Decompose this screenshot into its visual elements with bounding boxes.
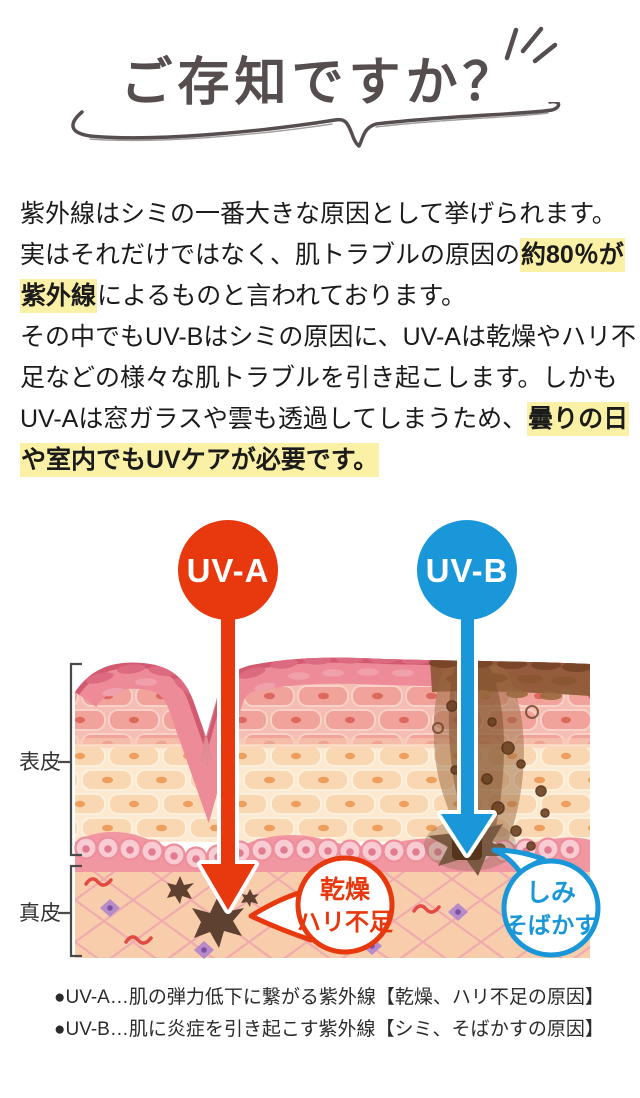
page-title: ご存知ですか？ <box>120 55 520 112</box>
epidermis-bracket <box>58 662 82 857</box>
uvb-badge-label: UV-B <box>426 552 509 589</box>
spots-bubble: しみ そばかす <box>491 847 601 958</box>
spots-bubble-line2: そばかす <box>505 912 597 938</box>
spots-bubble-line1: しみ <box>526 879 576 907</box>
dermis-label: 真皮 <box>19 902 61 925</box>
intro-text: によるものと言われております。 <box>97 282 467 310</box>
intro-text: その中でもUV-Bはシミの原因に、UV-Aは乾燥やハリ不 <box>20 323 636 351</box>
uva-badge: UV-A <box>178 520 278 620</box>
intro-text: 紫外線はシミの一番大きな原因として挙げられます。 <box>20 200 617 228</box>
note-uva: ●UV-A…肌の弾力低下に繋がる紫外線【乾燥、ハリ不足の原因】 <box>54 987 604 1008</box>
intro-line: UV-Aは窓ガラスや雲も透過してしまうため、曇りの日 <box>20 399 632 440</box>
intro-text: UV-Aは窓ガラスや雲も透過してしまうため、 <box>20 405 528 433</box>
intro-line: 足などの様々な肌トラブルを引き起こします。しかも <box>20 358 632 399</box>
emphasis-sparkle-icon <box>504 26 558 64</box>
dryness-bubble-line2: ハリ不足 <box>297 909 393 936</box>
uvb-arrow <box>437 594 497 858</box>
dryness-bubble-line1: 乾燥 <box>320 875 371 904</box>
skin-cross-section-diagram: UV-A UV-B 乾燥 ハリ不足 しみ そばかす 表皮 真皮 <box>19 520 601 959</box>
dermis-bracket <box>58 864 82 958</box>
intro-line: 紫外線によるものと言われております。 <box>20 276 632 317</box>
uva-badge-label: UV-A <box>187 552 270 589</box>
highlight-text: 約80％が <box>520 238 625 272</box>
highlight-text: 曇りの日 <box>527 402 630 436</box>
intro-line: 紫外線はシミの一番大きな原因として挙げられます。 <box>20 194 632 235</box>
epidermis-label: 表皮 <box>19 751 61 774</box>
note-uvb: ●UV-B…肌に炎症を引き起こす紫外線【シミ、そばかすの原因】 <box>54 1019 604 1040</box>
intro-text: 実はそれだけではなく、肌トラブルの原因の <box>20 241 521 269</box>
intro-line: 実はそれだけではなく、肌トラブルの原因の約80％が <box>20 235 632 276</box>
damaged-cells-icon <box>167 876 259 948</box>
intro-text: 足などの様々な肌トラブルを引き起こします。しかも <box>20 364 618 392</box>
highlight-text: 紫外線 <box>20 279 98 313</box>
highlight-text: や室内でもUVケアが必要です。 <box>20 443 380 477</box>
intro-line: や室内でもUVケアが必要です。 <box>20 440 632 481</box>
uva-arrow <box>197 594 259 914</box>
uvb-badge: UV-B <box>417 520 517 620</box>
underline-flourish <box>71 102 561 148</box>
intro-paragraph: 紫外線はシミの一番大きな原因として挙げられます。 実はそれだけではなく、肌トラブ… <box>20 194 636 481</box>
dryness-bubble: 乾燥 ハリ不足 <box>248 855 395 955</box>
footnotes: ●UV-A…肌の弾力低下に繋がる紫外線【乾燥、ハリ不足の原因】 ●UV-B…肌に… <box>54 982 604 1046</box>
intro-line: その中でもUV-Bはシミの原因に、UV-Aは乾燥やハリ不 <box>20 317 636 358</box>
